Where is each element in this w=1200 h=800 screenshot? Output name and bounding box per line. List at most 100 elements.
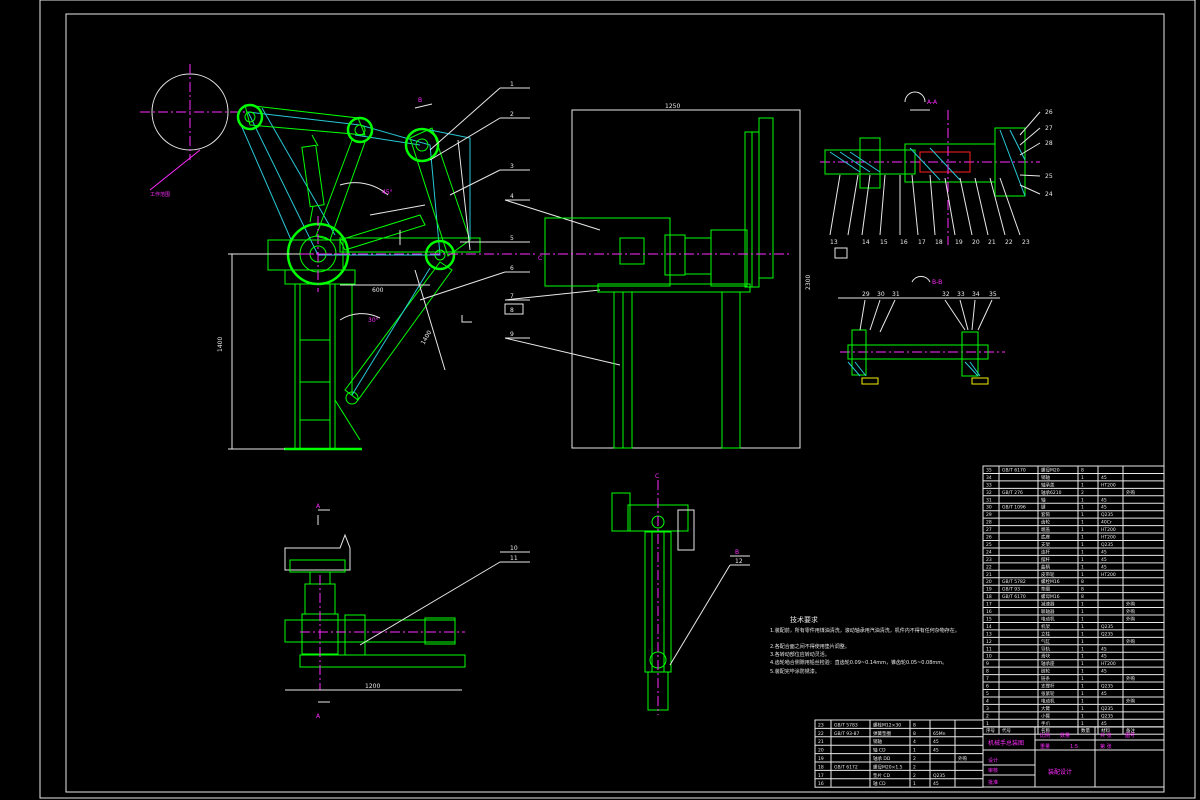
cview-12: 12 [735, 558, 743, 565]
table-cell: 1 [1081, 698, 1084, 704]
table-cell: 65Mn [933, 731, 946, 737]
table-cell: 1 [1081, 616, 1084, 622]
technical-notes: 技术要求 1.装配前，所有零件用煤油清洗，滚动轴承用汽油清洗，机件内不得有任何杂… [770, 615, 960, 675]
title-label-2: 批准 [988, 779, 998, 786]
leader-1: 1 [510, 81, 514, 88]
title-label-0: 设计 [988, 757, 998, 764]
front-view: 1250 2300 [540, 103, 812, 449]
table-cell: 1 [1081, 520, 1084, 526]
title-sheet-info: 图号 [1125, 733, 1135, 739]
table-cell: 外购 [1126, 608, 1135, 615]
table-cell: 轴承盖 [1041, 481, 1055, 488]
table-cell: 1 [1081, 631, 1084, 637]
side-view: 工作范围 [140, 64, 621, 451]
table-cell: 1 [1081, 691, 1084, 697]
table-cell: 弹簧垫圈 [873, 730, 891, 737]
table-cell: 1 [1081, 512, 1084, 518]
table-cell: 7 [986, 676, 989, 682]
table-cell: 2 [913, 756, 916, 762]
table-cell: 1 [1081, 475, 1084, 481]
table-cell: 螺母M16 [1041, 593, 1060, 600]
table-cell: 销轴 [1041, 474, 1050, 481]
sec-20: 20 [972, 239, 980, 246]
table-cell: 33 [986, 482, 992, 488]
dim-front-height: 2300 [805, 275, 812, 290]
sec-17: 17 [918, 239, 926, 246]
notes-heading: 技术要求 [790, 615, 818, 624]
table-cell: 1 [1081, 505, 1084, 511]
table-cell: 45 [933, 739, 939, 745]
table-cell: GB/T 6170 [1002, 467, 1026, 473]
table-cell: HT200 [1101, 527, 1116, 533]
table-cell: 45 [1101, 654, 1107, 660]
table-cell: 19 [986, 587, 992, 593]
table-cell: 轴承 DD [873, 755, 891, 762]
title-drawing-name: 机械手总装图 [988, 739, 1024, 747]
table-cell: 17 [818, 773, 824, 779]
table-cell: 1 [1081, 654, 1084, 660]
table-cell: 25 [986, 542, 992, 548]
table-cell: Q235 [1101, 624, 1113, 630]
table-cell: 29 [986, 512, 992, 518]
table-cell: 1 [1081, 542, 1084, 548]
title-label-1: 审核 [988, 767, 998, 774]
outer-frame [39, 0, 1196, 799]
table-cell: 1 [913, 781, 916, 787]
table-cell: GB/T 5783 [834, 722, 858, 728]
note-4: 4.齿轮啮合侧隙用铅丝检验：直齿轮0.09~0.14mm，锥齿轮0.05~0.0… [770, 659, 947, 666]
table-cell: 31 [986, 497, 992, 503]
marker-b: B [418, 97, 422, 104]
table-cell: 45 [1101, 691, 1107, 697]
table-cell: 8 [1081, 467, 1084, 473]
table-cell: 1 [1081, 497, 1084, 503]
dim-side-width: 600 [372, 287, 384, 294]
table-cell: 35 [986, 467, 992, 473]
dim-side-height: 1400 [217, 337, 224, 352]
table-cell: HT200 [1101, 572, 1116, 578]
table-cell: HT200 [1101, 535, 1116, 541]
table-cell: 45 [1101, 564, 1107, 570]
table-cell: 30 [986, 505, 992, 511]
table-cell: 1 [913, 748, 916, 754]
marker-a-bottom: A [316, 713, 321, 720]
table-cell: 21 [818, 739, 824, 745]
table-cell: 外购 [1126, 675, 1135, 682]
table-cell: 键 [1041, 504, 1046, 511]
table-cell: 端盖 [1041, 526, 1050, 533]
table-cell: 45 [1101, 721, 1107, 727]
table-cell: 1 [1081, 609, 1084, 615]
table-cell: 13 [986, 631, 992, 637]
sec-26: 26 [1045, 109, 1053, 116]
table-cell: 34 [986, 475, 992, 481]
table-cell: 45 [1101, 646, 1107, 652]
table-cell: 支撑杆 [1041, 683, 1055, 690]
table-cell: 15 [986, 616, 992, 622]
table-cell: 轴 [1041, 496, 1046, 503]
table-cell: 1 [1081, 721, 1084, 727]
table-cell: 45 [933, 748, 939, 754]
table-cell: 45 [1101, 669, 1107, 675]
table-cell: HT200 [1101, 661, 1116, 667]
table-cell: 8 [1081, 594, 1084, 600]
table-cell: 螺栓M12×30 [873, 721, 901, 728]
table-cell: Q235 [933, 773, 945, 779]
title-label-5: 重量 [1040, 743, 1050, 750]
table-cell: 1 [1081, 646, 1084, 652]
table-cell: 14 [986, 624, 992, 630]
table-cell: 16 [818, 781, 824, 787]
table-header-cell: 数量 [1081, 727, 1090, 734]
table-cell: 立柱 [1041, 630, 1050, 637]
table-cell: 8 [1081, 579, 1084, 585]
det-33: 33 [957, 291, 965, 298]
table-cell: 18 [818, 764, 824, 770]
table-cell: 2 [986, 713, 989, 719]
table-cell: 18 [986, 594, 992, 600]
table-cell: 23 [818, 722, 824, 728]
table-cell: 1 [1081, 572, 1084, 578]
table-header-cell: 代号 [1002, 727, 1011, 734]
table-cell: 1 [1081, 676, 1084, 682]
det-30: 30 [877, 291, 885, 298]
table-cell: 12 [986, 639, 992, 645]
